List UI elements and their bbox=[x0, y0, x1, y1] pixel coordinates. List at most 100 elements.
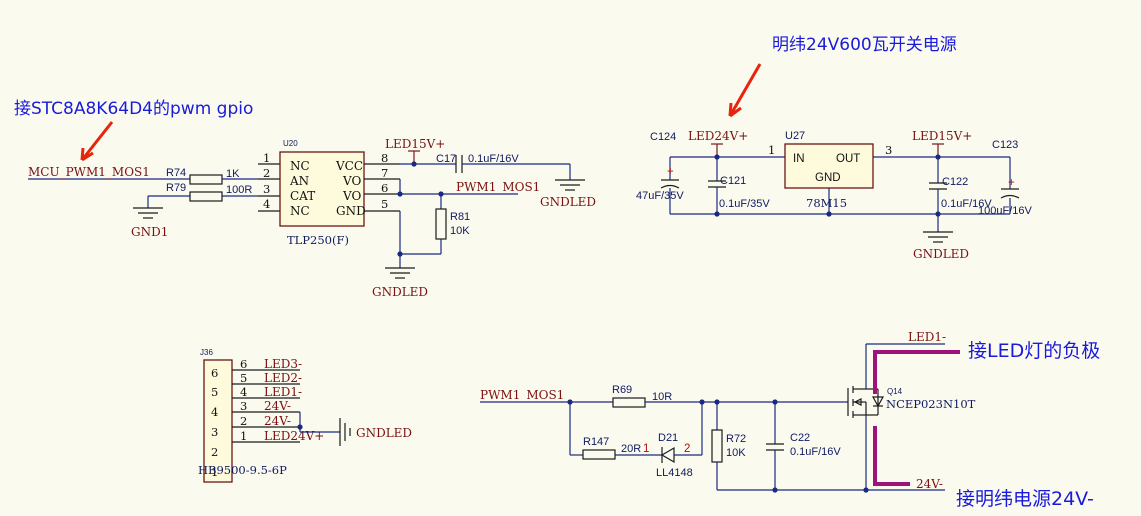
r147-resistor bbox=[582, 449, 616, 460]
gndled-symbol-c17 bbox=[555, 179, 585, 191]
pin-label: NC bbox=[290, 159, 310, 173]
gndled-label-c17: GNDLED bbox=[540, 195, 596, 209]
r69-value: 10R bbox=[652, 391, 672, 403]
connector-pin: 5 bbox=[211, 385, 218, 399]
led-negative-note: 接LED灯的负极 bbox=[968, 340, 1100, 362]
r147-ref: R147 bbox=[583, 436, 609, 448]
r69-resistor bbox=[612, 397, 646, 408]
reg-in-pin: IN bbox=[793, 153, 805, 165]
regulator-7815-body bbox=[784, 143, 874, 189]
d21-ref: D21 bbox=[658, 432, 678, 444]
c124-value: 47uF/35V bbox=[636, 190, 684, 202]
led-negative-highlight bbox=[873, 350, 960, 394]
r74-value: 1K bbox=[226, 168, 240, 180]
led15v-label-left: LED15V+ bbox=[385, 137, 445, 151]
pin-number: 1 bbox=[263, 151, 270, 165]
pin-number: 2 bbox=[263, 166, 270, 180]
psu-minus-highlight bbox=[873, 426, 910, 486]
c123-ref: C123 bbox=[992, 139, 1018, 151]
r69-ref: R69 bbox=[612, 384, 632, 396]
pin-number: 3 bbox=[240, 399, 247, 413]
pin-label: AN bbox=[289, 174, 309, 188]
c124-plus: + bbox=[667, 166, 674, 178]
gnd1-label: GND1 bbox=[131, 225, 168, 239]
junction-dot bbox=[772, 487, 778, 493]
c17-value: 0.1uF/16V bbox=[468, 153, 519, 165]
gndled-symbol-connector bbox=[339, 418, 351, 446]
tlp250-part: TLP250(F) bbox=[287, 233, 349, 247]
pin-number: 4 bbox=[240, 385, 247, 399]
tlp250-ic-body bbox=[279, 151, 365, 227]
mcu-gpio-note: 接STC8A8K64D4的pwm gpio bbox=[14, 99, 253, 119]
connector-pin: 3 bbox=[211, 425, 218, 439]
led15v-label-right: LED15V+ bbox=[912, 129, 972, 143]
pin-label: VO bbox=[342, 189, 361, 203]
c121-value: 0.1uF/35V bbox=[719, 198, 770, 210]
r147-value: 20R bbox=[621, 443, 641, 455]
connector-pin: 6 bbox=[211, 366, 218, 380]
gnd1-symbol bbox=[133, 207, 163, 219]
q14-mosfet-symbol bbox=[820, 344, 885, 490]
junction-dot bbox=[297, 424, 303, 430]
pin-label: VO bbox=[342, 174, 361, 188]
gndled-label-reg: GNDLED bbox=[913, 247, 969, 261]
c124-ref: C124 bbox=[650, 131, 676, 143]
c122-value: 0.1uF/16V bbox=[941, 198, 992, 210]
junction-dot bbox=[935, 211, 941, 217]
pin-number: 7 bbox=[381, 166, 388, 180]
r72-ref: R72 bbox=[726, 433, 746, 445]
connector-net-label: 24V- bbox=[264, 399, 291, 413]
pin-number: 3 bbox=[263, 182, 270, 196]
r79-resistor bbox=[189, 191, 223, 202]
c123-plate-b bbox=[1000, 194, 1020, 199]
connector-pin: 1 bbox=[211, 465, 218, 479]
pin-number: 6 bbox=[381, 181, 388, 195]
connector-pin: 4 bbox=[211, 405, 218, 419]
pin-number: 2 bbox=[240, 414, 247, 428]
q14-part: NCEP023N10T bbox=[886, 397, 976, 411]
connector-net-label: LED24V+ bbox=[264, 429, 324, 443]
d21-part: LL4148 bbox=[656, 467, 693, 479]
reg-pin1: 1 bbox=[768, 143, 775, 157]
c124-plate-b bbox=[660, 184, 680, 189]
pin-label: NC bbox=[290, 204, 310, 218]
r81-ref: R81 bbox=[450, 211, 470, 223]
junction-dot bbox=[714, 211, 720, 217]
j36-part: HB9500-9.5-6P bbox=[198, 463, 287, 477]
reg-pin3: 3 bbox=[885, 143, 892, 157]
u27-ref: U27 bbox=[785, 130, 805, 142]
pin-label: GND bbox=[336, 204, 366, 218]
pin-number: 5 bbox=[381, 197, 388, 211]
reg-gnd-pin: GND bbox=[815, 172, 841, 184]
reg-out-pin: OUT bbox=[836, 153, 860, 165]
r81-resistor bbox=[435, 208, 447, 240]
mcu-note-arrow bbox=[80, 121, 114, 162]
pin-number: 1 bbox=[240, 429, 247, 443]
gndled-symbol-reg bbox=[923, 231, 953, 243]
d21-diode-symbol bbox=[660, 446, 675, 464]
led24v-label-reg: LED24V+ bbox=[688, 129, 748, 143]
pin-label: CAT bbox=[290, 189, 315, 203]
v24m-label: 24V- bbox=[916, 477, 943, 491]
psu-note-arrow bbox=[728, 63, 762, 118]
connector-net-label: LED3- bbox=[264, 357, 302, 371]
gndled-label-opto: GNDLED bbox=[372, 285, 428, 299]
d21-pin2: 2 bbox=[684, 443, 690, 455]
connector-pin: 2 bbox=[211, 445, 218, 459]
pwm1-label-bottom: PWM1_MOS1 bbox=[480, 388, 564, 402]
j36-ref: J36 bbox=[200, 348, 213, 357]
d21-pin1: 1 bbox=[643, 443, 649, 455]
pwm1-label-top: PWM1_MOS1 bbox=[456, 180, 540, 194]
pin-number: 6 bbox=[240, 357, 247, 371]
pin-number: 8 bbox=[381, 151, 388, 165]
u20-ref: U20 bbox=[283, 139, 298, 148]
c123-plus: + bbox=[1008, 177, 1015, 189]
r72-value: 10K bbox=[726, 447, 746, 459]
connector-net-label: LED1- bbox=[264, 385, 302, 399]
psu-minus-note: 接明纬电源24V- bbox=[956, 488, 1094, 510]
gndled-symbol-opto bbox=[385, 267, 415, 279]
connector-net-label: LED2- bbox=[264, 371, 302, 385]
connector-net-label: 24V- bbox=[264, 414, 291, 428]
c22-value: 0.1uF/16V bbox=[790, 446, 841, 458]
